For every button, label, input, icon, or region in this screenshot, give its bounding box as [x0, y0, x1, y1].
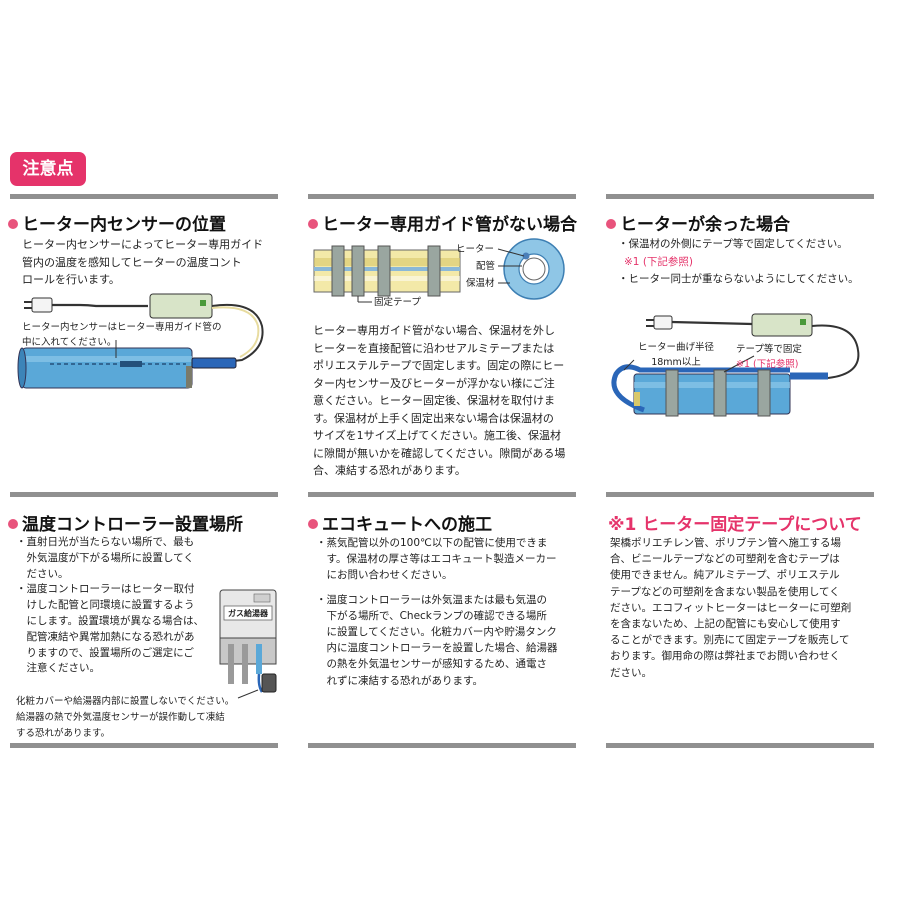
label-tape-fix: テープ等で固定 ※1 (下記参照)	[736, 344, 802, 370]
label-bend-radius: ヒーター曲げ半径 18mm以上	[638, 342, 715, 368]
label-gas-heater: ガス給湯器	[228, 609, 268, 618]
bullet-dot-icon	[308, 219, 318, 229]
section-excess-heater-title: ヒーターが余った場合	[606, 210, 790, 235]
label-pipe: 配管	[476, 261, 496, 272]
no-guide-diagram	[313, 238, 565, 303]
section-fixing-tape-body: 架橋ポリエチレン管、ポリブテン管へ施工する場 合、ビニールテープなどの可塑剤を含…	[610, 537, 852, 679]
section-ecocute-body: ・蒸気配管以外の100℃以下の配管に使用できま す。保温材の厚さ等はエコキュート…	[316, 537, 558, 687]
bullet-dot-icon	[308, 519, 318, 529]
sensor-diagram	[17, 293, 264, 389]
divider-bottom-1	[10, 743, 278, 748]
section-controller-location-body: ・直射日光が当たらない場所で、最も 外気温度が下がる場所に設置してく ださい。 …	[16, 536, 204, 675]
divider-mid-3	[606, 492, 874, 497]
divider-top-1	[10, 194, 278, 199]
section-no-guide-title: ヒーター専用ガイド管がない場合	[308, 210, 577, 235]
bullet-dot-icon	[606, 219, 616, 229]
divider-bottom-3	[606, 743, 874, 748]
section-controller-location-title: 温度コントローラー設置場所	[8, 510, 243, 535]
divider-mid-2	[308, 492, 576, 497]
label-fixing-tape: 固定テープ	[374, 297, 421, 308]
label-insulation: 保温材	[466, 278, 495, 289]
bullet-dot-icon	[8, 519, 18, 529]
section-sensor-body: ヒーター内センサーによってヒーター専用ガイド 管内の温度を感知してヒーターの温度…	[22, 238, 264, 286]
section-fixing-tape-title: ※1 ヒーター固定テープについて	[608, 515, 862, 535]
section-ecocute-title: エコキュートへの施工	[308, 510, 492, 535]
divider-top-3	[606, 194, 874, 199]
notice-badge: 注意点	[10, 152, 86, 186]
section-no-guide-body: ヒーター専用ガイド管がない場合、保温材を外し ヒーターを直接配管に沿わせアルミテ…	[313, 324, 566, 477]
section-excess-heater-body: ・保温材の外側にテープ等で固定してください。 ※1 (下記参照) ・ヒーター同士…	[618, 238, 859, 285]
excess-heater-diagram	[611, 313, 860, 417]
controller-location-warning: 化粧カバーや給湯器内部に設置しないでください。 給湯器の熱で外気温度センサーが誤…	[16, 696, 235, 739]
bullet-dot-icon	[8, 219, 18, 229]
gas-heater-diagram	[219, 589, 277, 699]
divider-bottom-2	[308, 743, 576, 748]
divider-top-2	[308, 194, 576, 199]
sensor-note: ヒーター内センサーはヒーター専用ガイド管の 中に入れてください。	[22, 322, 222, 348]
divider-mid-1	[10, 492, 278, 497]
section-sensor-title: ヒーター内センサーの位置	[8, 210, 226, 235]
label-heater: ヒーター	[456, 244, 495, 255]
